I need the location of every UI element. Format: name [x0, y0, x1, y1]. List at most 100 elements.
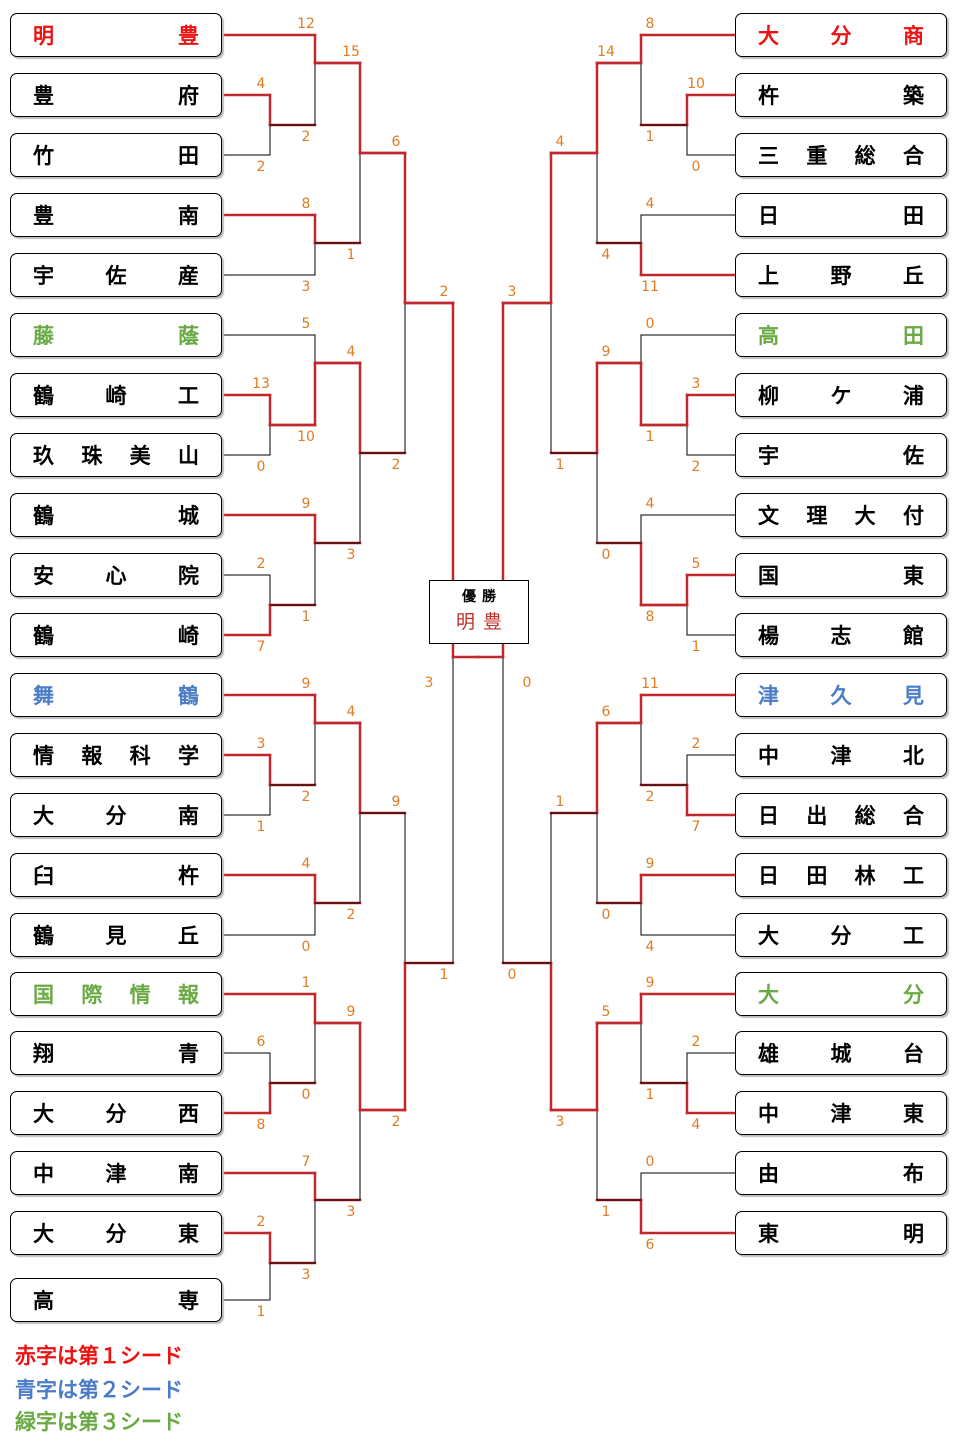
team-name-char: 佐 — [105, 264, 127, 288]
team-name-char: 美 — [129, 444, 151, 468]
score-L-s19-bottom: 1 — [256, 1304, 266, 1320]
team-name-char: 蔭 — [178, 324, 199, 348]
team-name-char: 大 — [33, 1222, 54, 1246]
score-R-sf1-top: 4 — [555, 134, 565, 150]
team-name-char: 東 — [758, 1222, 779, 1246]
team-name-char: 南 — [178, 1162, 199, 1186]
team-name-char: 付 — [902, 504, 924, 528]
score-L-m4-bottom: 1 — [301, 609, 311, 625]
team-name-char: 南 — [178, 804, 199, 828]
team-name-char: 工 — [903, 924, 924, 948]
team-name-char: 合 — [902, 804, 924, 828]
score-R-q3-top: 6 — [601, 704, 611, 720]
team-left-9: 鶴城 — [10, 493, 222, 537]
team-name-char: ケ — [830, 384, 852, 408]
team-left-22: 高専 — [10, 1278, 222, 1322]
team-right-14: 日出総合 — [735, 793, 947, 837]
score-R-m2-top: 4 — [645, 196, 655, 212]
team-name-char: 田 — [903, 204, 924, 228]
score-L-q1-top: 4 — [346, 344, 356, 360]
team-name-char: 鶴 — [33, 504, 54, 528]
team-name-char: 出 — [806, 804, 828, 828]
team-right-18: 雄城台 — [735, 1031, 947, 1075]
score-R-q2-bottom: 0 — [601, 547, 611, 563]
score-R-sf2-top: 1 — [555, 794, 565, 810]
team-right-16: 大分工 — [735, 913, 947, 957]
score-L-m3-bottom: 10 — [297, 429, 315, 445]
team-name-char: 分 — [105, 804, 127, 828]
team-name-char: 大 — [33, 1102, 54, 1126]
team-name-char: 東 — [178, 1222, 199, 1246]
score-L-f-top: 2 — [439, 284, 449, 300]
team-name-char: 分 — [105, 1222, 127, 1246]
team-right-13: 中津北 — [735, 733, 947, 777]
team-left-4: 豊南 — [10, 193, 222, 237]
team-left-18: 翔青 — [10, 1031, 222, 1075]
team-left-5: 宇佐産 — [10, 253, 222, 297]
team-name-char: 丘 — [903, 264, 924, 288]
team-name-char: 際 — [81, 983, 103, 1007]
team-name-char: 宇 — [33, 264, 54, 288]
team-name-char: 府 — [178, 84, 199, 108]
team-name-char: 雄 — [758, 1042, 779, 1066]
team-name-char: 中 — [33, 1162, 54, 1186]
team-left-12: 舞鶴 — [10, 673, 222, 717]
team-name-char: 東 — [903, 564, 924, 588]
team-name-char: 国 — [758, 564, 779, 588]
team-name-char: 中 — [758, 1102, 779, 1126]
team-name-char: 久 — [830, 684, 852, 708]
champion-name: 明豊 — [455, 611, 510, 633]
team-name-char: 情 — [129, 983, 151, 1007]
score-L-s9-top: 2 — [256, 556, 266, 572]
score-R-s12-bottom: 7 — [691, 819, 701, 835]
score-L-sf1-bottom: 2 — [391, 457, 401, 473]
team-name-char: 野 — [830, 264, 852, 288]
team-name-char: 院 — [178, 564, 199, 588]
team-name-char: 大 — [758, 924, 779, 948]
team-right-8: 宇佐 — [735, 433, 947, 477]
team-left-15: 臼杵 — [10, 853, 222, 897]
team-name-char: 明 — [33, 24, 54, 48]
score-L-s6-top: 13 — [252, 376, 270, 392]
team-name-char: 分 — [830, 924, 852, 948]
score-L-m1-top: 12 — [297, 16, 315, 32]
team-name-char: 舞 — [33, 684, 54, 708]
team-name-char: 館 — [903, 624, 924, 648]
team-name-char: 分 — [903, 983, 924, 1007]
score-L-sf2-top: 9 — [391, 794, 401, 810]
score-L-s4-bottom: 3 — [301, 279, 311, 295]
score-R-m7-top: 9 — [645, 975, 655, 991]
team-name-char: 分 — [830, 24, 852, 48]
team-name-char: 見 — [105, 924, 127, 948]
score-final-bottom: 0 — [522, 675, 532, 691]
score-L-f-bottom: 1 — [439, 967, 449, 983]
team-name-char: 東 — [903, 1102, 924, 1126]
legend-seed1: 赤字は第１シード — [15, 1344, 183, 1368]
score-R-q1-top: 14 — [597, 44, 615, 60]
team-name-char: 安 — [33, 564, 54, 588]
score-R-m1-top: 8 — [645, 16, 655, 32]
team-left-3: 竹田 — [10, 133, 222, 177]
team-name-char: 珠 — [81, 444, 103, 468]
team-right-12: 津久見 — [735, 673, 947, 717]
team-left-16: 鶴見丘 — [10, 913, 222, 957]
team-name-char: 志 — [830, 624, 852, 648]
score-L-s12-top: 3 — [256, 736, 266, 752]
team-name-char: 日 — [758, 804, 779, 828]
score-R-m3-top: 0 — [645, 316, 655, 332]
team-name-char: 重 — [806, 144, 828, 168]
score-R-sf2-bottom: 3 — [555, 1114, 565, 1130]
score-L-q4-top: 9 — [346, 1004, 356, 1020]
score-L-s17-top: 6 — [256, 1034, 266, 1050]
score-L-m7-top: 1 — [301, 975, 311, 991]
score-L-m7-bottom: 0 — [301, 1087, 311, 1103]
score-R-s1-bottom: 0 — [691, 159, 701, 175]
team-right-6: 高田 — [735, 313, 947, 357]
team-name-char: 工 — [178, 384, 199, 408]
score-R-q4-bottom: 1 — [601, 1204, 611, 1220]
team-name-char: 大 — [758, 983, 779, 1007]
team-name-char: 高 — [758, 324, 779, 348]
score-R-s6-bottom: 2 — [691, 459, 701, 475]
team-name-char: 日 — [758, 864, 779, 888]
